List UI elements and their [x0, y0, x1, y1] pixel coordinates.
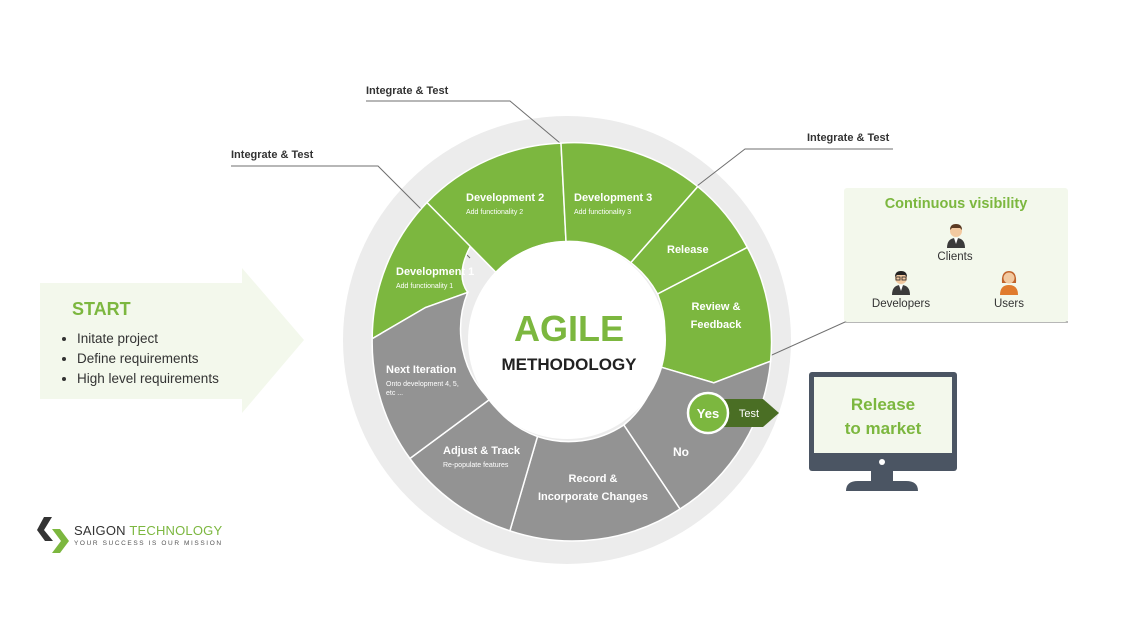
release-to-market: Release to market [812, 393, 954, 441]
release-line1: Release [850, 395, 916, 414]
test-arrow [722, 399, 779, 427]
segment-record [508, 423, 682, 542]
monitor-button [879, 459, 885, 465]
user-person-icon [1000, 271, 1018, 295]
client-person-icon [947, 224, 965, 248]
start-item: Define requirements [77, 349, 219, 369]
next-sub2: etc ... [386, 390, 403, 397]
callout-line-top [366, 100, 561, 144]
dev1-title: Development 1 [396, 266, 474, 278]
adjust-title: Adjust & Track [443, 445, 521, 457]
start-title: START [72, 299, 131, 319]
release-segment-title: Release [667, 244, 709, 256]
clients-label: Clients [937, 251, 973, 263]
adjust-sub: Re-populate features [443, 462, 509, 469]
developers-label: Developers [871, 298, 931, 310]
record-line2: Incorporate Changes [538, 491, 648, 503]
logo-tagline: YOUR SUCCESS IS OUR MISSION [74, 540, 223, 547]
start-list: Initate project Define requirements High… [62, 329, 219, 389]
start-item: Initate project [77, 329, 219, 349]
dev2-sub: Add functionality 2 [466, 209, 523, 216]
next-title: Next Iteration [386, 364, 457, 376]
users-label: Users [993, 298, 1025, 310]
start-item: High level requirements [77, 369, 219, 389]
dev2-title: Development 2 [466, 192, 544, 204]
callout-label-right: Integrate & Test [807, 132, 890, 144]
yes-circle [686, 391, 730, 435]
dev3-title: Development 3 [574, 192, 652, 204]
dev3-sub: Add functionality 3 [574, 209, 631, 216]
review-line1: Review & [692, 301, 741, 313]
no-label: No [673, 445, 689, 459]
monitor-neck [871, 471, 893, 481]
record-line1: Record & [569, 473, 618, 485]
logo-name-part2: TECHNOLOGY [129, 523, 223, 538]
next-sub1: Onto development 4, 5, [386, 381, 459, 388]
center-subtitle: METHODOLOGY [501, 355, 637, 374]
test-label: Test [739, 408, 759, 420]
dev1-sub: Add functionality 1 [396, 283, 453, 290]
segment-next [371, 291, 491, 460]
center-circle [468, 241, 666, 439]
yes-label: Yes [697, 406, 719, 421]
developer-person-icon [892, 271, 910, 295]
callout-line-right [696, 148, 893, 187]
visibility-title: Continuous visibility [884, 196, 1028, 212]
logo-name-part1: SAIGON [74, 523, 126, 538]
monitor-screen [814, 377, 952, 453]
release-line2: to market [844, 419, 922, 438]
start-arrow [40, 268, 304, 413]
callout-label-left: Integrate & Test [231, 149, 314, 161]
center-title: AGILE [514, 308, 624, 349]
logo-mark-icon [37, 517, 69, 553]
review-line2: Feedback [691, 319, 743, 331]
logo-name: SAIGON TECHNOLOGY [74, 523, 222, 538]
monitor-stand [846, 481, 918, 491]
callout-label-top: Integrate & Test [366, 85, 449, 97]
